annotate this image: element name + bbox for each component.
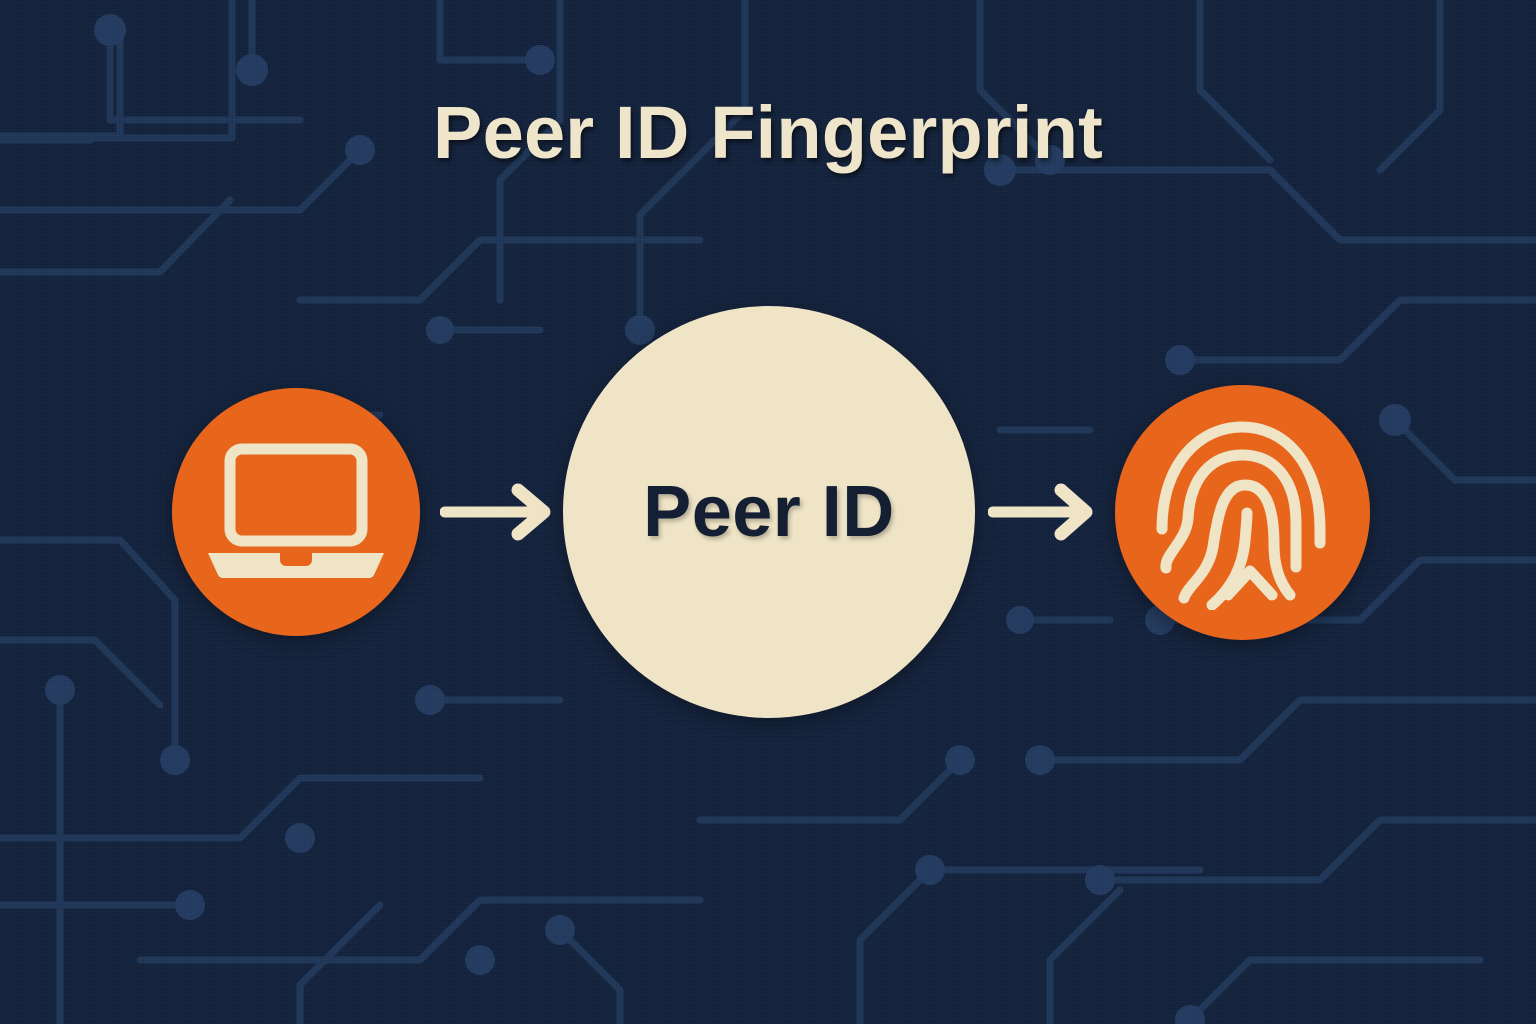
fingerprint-icon [1156,421,1326,610]
node-device[interactable] [172,388,420,636]
arrow-device-to-peerid [440,483,551,541]
page-title: Peer ID Fingerprint [433,91,1103,174]
peer-id-label: Peer ID [643,472,895,552]
node-fingerprint[interactable] [1115,385,1370,640]
laptop-icon [208,443,384,578]
node-peer-id[interactable]: Peer ID [563,306,975,718]
arrow-peerid-to-fingerprint [988,483,1093,541]
